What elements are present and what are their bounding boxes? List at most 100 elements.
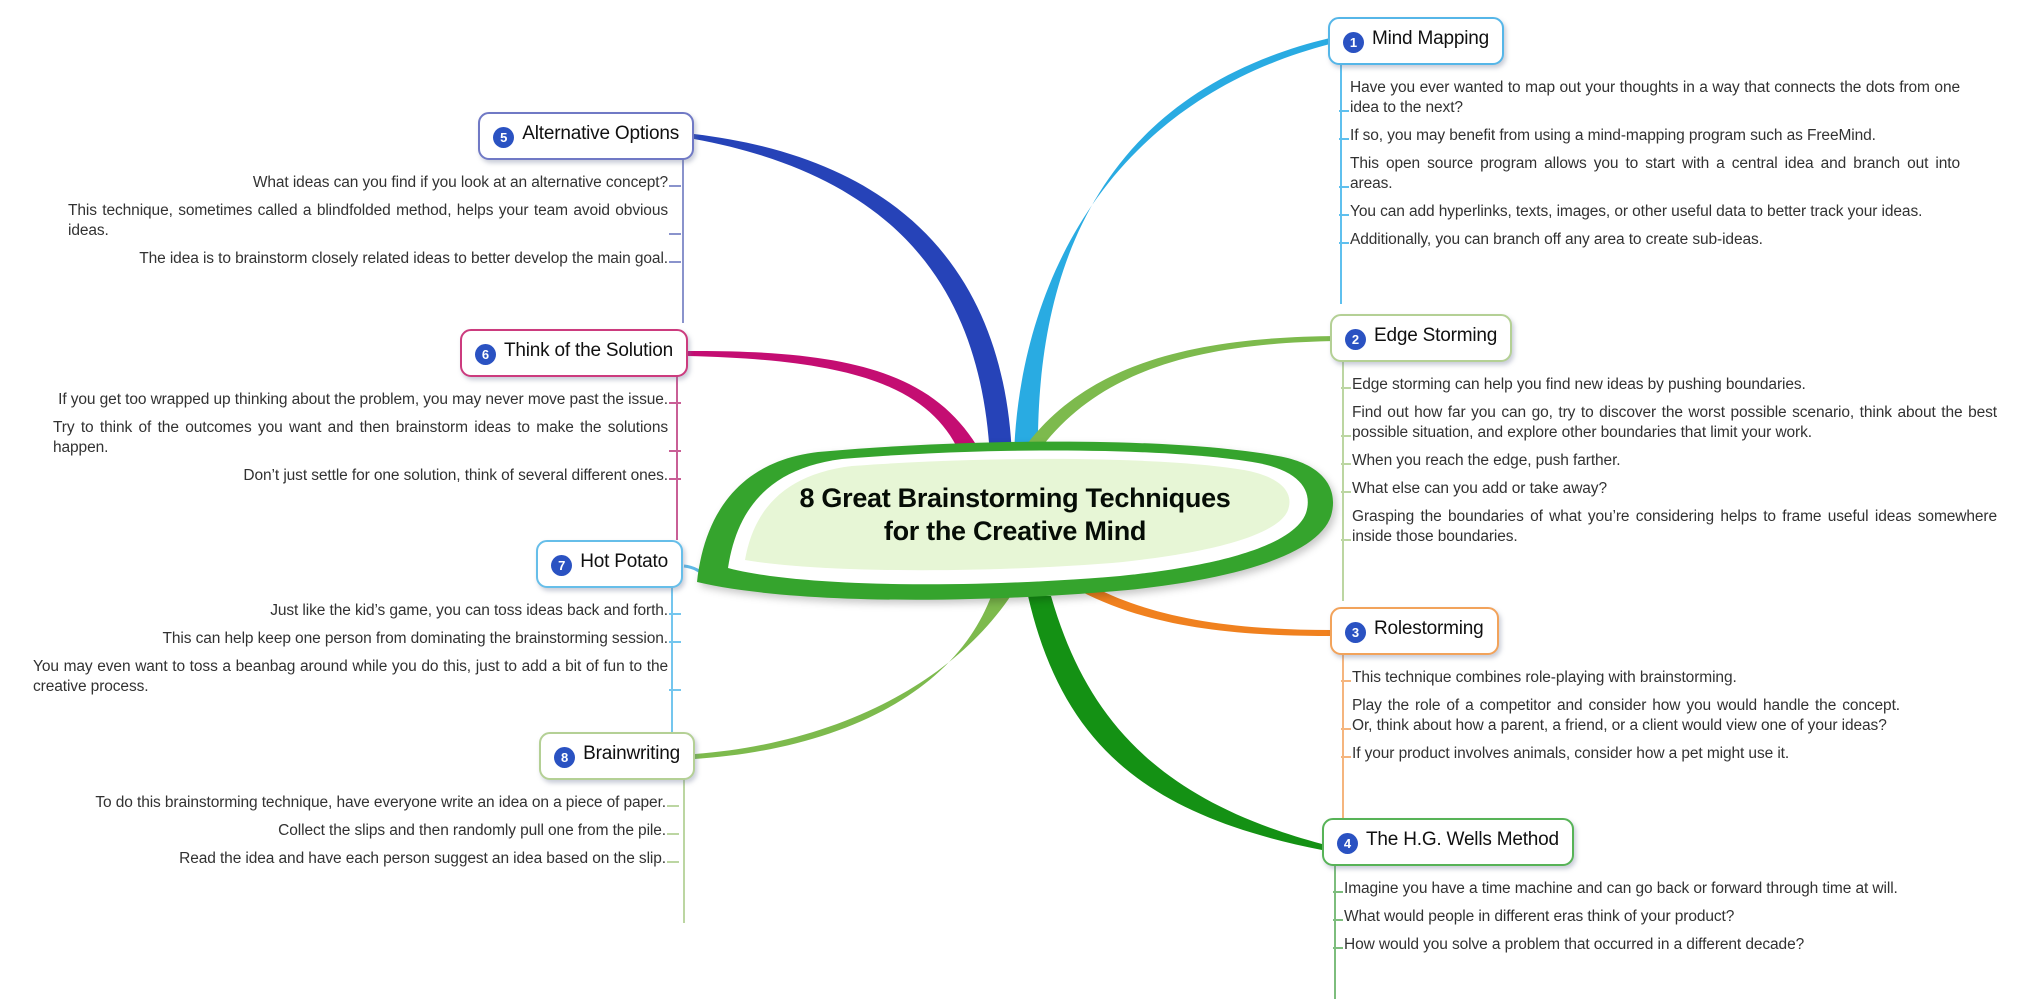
item-tick bbox=[1333, 947, 1343, 949]
mindmap-item[interactable]: Read the idea and have each person sugge… bbox=[179, 849, 679, 869]
branch-brainwriting-curve bbox=[695, 594, 1012, 759]
item-tick bbox=[667, 861, 679, 863]
item-text: Just like the kid’s game, you can toss i… bbox=[270, 602, 668, 619]
item-text: You may even want to toss a beanbag arou… bbox=[33, 658, 668, 695]
central-topic[interactable]: 8 Great Brainstorming Techniques for the… bbox=[745, 482, 1285, 548]
node-label: Alternative Options bbox=[522, 123, 679, 144]
item-text: This can help keep one person from domin… bbox=[162, 630, 669, 647]
branch-alternative-options-curve bbox=[694, 134, 1012, 456]
mindmap-item[interactable]: The idea is to brainstorm closely relate… bbox=[139, 249, 681, 269]
mindmap-item[interactable]: You may even want to toss a beanbag arou… bbox=[33, 657, 681, 697]
mindmap-item[interactable]: This technique, sometimes called a blind… bbox=[68, 201, 681, 241]
node-items: Have you ever wanted to map out your tho… bbox=[1339, 78, 1960, 250]
item-tick bbox=[669, 402, 681, 404]
node-alternative-options[interactable]: 5 Alternative Options bbox=[478, 112, 694, 160]
item-tick bbox=[1341, 680, 1351, 682]
mindmap-item[interactable]: Play the role of a competitor and consid… bbox=[1341, 696, 1900, 736]
mindmap-item[interactable]: Grasping the boundaries of what you’re c… bbox=[1341, 507, 1997, 547]
item-text: If your product involves animals, consid… bbox=[1352, 745, 1790, 762]
item-text: Read the idea and have each person sugge… bbox=[179, 850, 666, 867]
item-text: To do this brainstorming technique, have… bbox=[95, 794, 666, 811]
mindmap-item[interactable]: When you reach the edge, push farther. bbox=[1341, 451, 1997, 471]
mindmap-item[interactable]: What would people in different eras thin… bbox=[1333, 907, 1916, 927]
node-label: Rolestorming bbox=[1374, 618, 1484, 639]
item-text: Edge storming can help you find new idea… bbox=[1352, 376, 1806, 393]
node-number-badge: 4 bbox=[1337, 833, 1358, 854]
item-text: Grasping the boundaries of what you’re c… bbox=[1352, 508, 1997, 545]
node-items: Edge storming can help you find new idea… bbox=[1341, 375, 1997, 547]
item-tick bbox=[1339, 138, 1349, 140]
node-items: Imagine you have a time machine and can … bbox=[1333, 879, 1916, 955]
item-text: If you get too wrapped up thinking about… bbox=[58, 391, 668, 408]
bracket-spine bbox=[1334, 864, 1336, 999]
mindmap-item[interactable]: You can add hyperlinks, texts, images, o… bbox=[1339, 202, 1960, 222]
mindmap-item[interactable]: Try to think of the outcomes you want an… bbox=[53, 418, 681, 458]
mindmap-item[interactable]: This can help keep one person from domin… bbox=[162, 629, 681, 649]
item-text: If so, you may benefit from using a mind… bbox=[1350, 127, 1876, 144]
mindmap-item[interactable]: Find out how far you can go, try to disc… bbox=[1341, 403, 1997, 443]
item-text: Imagine you have a time machine and can … bbox=[1344, 880, 1898, 897]
item-tick bbox=[667, 833, 679, 835]
node-edge-storming[interactable]: 2 Edge Storming bbox=[1330, 314, 1513, 362]
mindmap-item[interactable]: Just like the kid’s game, you can toss i… bbox=[270, 601, 681, 621]
item-text: This technique, sometimes called a blind… bbox=[68, 202, 668, 239]
mindmap-item[interactable]: If you get too wrapped up thinking about… bbox=[58, 390, 681, 410]
mindmap-item[interactable]: Additionally, you can branch off any are… bbox=[1339, 230, 1960, 250]
mindmap-item[interactable]: If your product involves animals, consid… bbox=[1341, 744, 1900, 764]
mindmap-item[interactable]: How would you solve a problem that occur… bbox=[1333, 935, 1916, 955]
item-tick bbox=[669, 613, 681, 615]
item-tick bbox=[669, 478, 681, 480]
item-text: Collect the slips and then randomly pull… bbox=[278, 822, 666, 839]
node-number-badge: 2 bbox=[1345, 329, 1366, 350]
branch-edge-storming-curve bbox=[1024, 336, 1338, 452]
mindmap-item[interactable]: Edge storming can help you find new idea… bbox=[1341, 375, 1997, 395]
node-number-badge: 8 bbox=[554, 747, 576, 768]
node-number-badge: 5 bbox=[493, 127, 515, 148]
bracket-spine bbox=[1342, 360, 1344, 601]
item-text: Play the role of a competitor and consid… bbox=[1352, 697, 1900, 734]
mindmap-item[interactable]: This technique combines role-playing wit… bbox=[1341, 668, 1900, 688]
item-text: Try to think of the outcomes you want an… bbox=[53, 419, 668, 456]
item-tick bbox=[1333, 919, 1343, 921]
item-text: Find out how far you can go, try to disc… bbox=[1352, 404, 1997, 441]
mindmap-item[interactable]: Imagine you have a time machine and can … bbox=[1333, 879, 1916, 899]
item-text: Don’t just settle for one solution, thin… bbox=[243, 467, 668, 484]
node-label: Mind Mapping bbox=[1372, 28, 1489, 49]
item-text: Additionally, you can branch off any are… bbox=[1350, 231, 1763, 248]
mindmap-item[interactable]: What else can you add or take away? bbox=[1341, 479, 1997, 499]
mindmap-item[interactable]: To do this brainstorming technique, have… bbox=[95, 793, 679, 813]
mindmap-item[interactable]: Collect the slips and then randomly pull… bbox=[278, 821, 679, 841]
mindmap-item[interactable]: Don’t just settle for one solution, thin… bbox=[243, 466, 681, 486]
node-label: Edge Storming bbox=[1374, 325, 1498, 346]
mindmap-item[interactable]: This open source program allows you to s… bbox=[1339, 154, 1960, 194]
mindmap-item[interactable]: If so, you may benefit from using a mind… bbox=[1339, 126, 1960, 146]
central-topic-line1: 8 Great Brainstorming Techniques bbox=[799, 483, 1231, 513]
node-group-alternative-options: 5 Alternative Options What ideas can you … bbox=[44, 112, 694, 323]
item-text: When you reach the edge, push farther. bbox=[1352, 452, 1621, 469]
bracket-spine bbox=[682, 158, 684, 323]
node-items: Just like the kid’s game, you can toss i… bbox=[33, 601, 683, 705]
item-tick bbox=[669, 233, 681, 235]
branch-think-of-the-solution-curve bbox=[688, 350, 984, 458]
branch-hg-wells-curve bbox=[1028, 596, 1322, 850]
mindmap-item[interactable]: What ideas can you find if you look at a… bbox=[253, 173, 681, 193]
item-tick bbox=[1341, 539, 1351, 541]
item-tick bbox=[1341, 728, 1351, 730]
node-number-badge: 6 bbox=[474, 344, 496, 365]
mindmap-item[interactable]: Have you ever wanted to map out your tho… bbox=[1339, 78, 1960, 118]
node-items: This technique combines role-playing wit… bbox=[1341, 668, 1900, 764]
branch-rolestorming-curve bbox=[1080, 587, 1332, 636]
item-text: The idea is to brainstorm closely relate… bbox=[139, 250, 668, 267]
